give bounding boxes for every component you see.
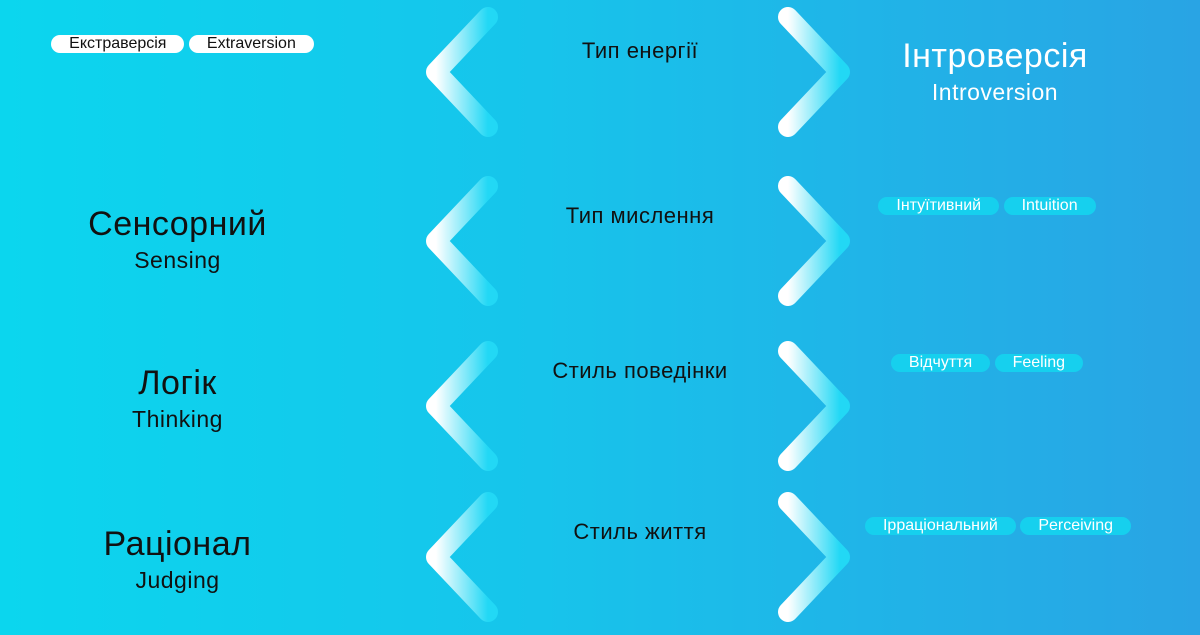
right-trait-main: Інтуїтивний [878, 197, 1000, 215]
right-trait-sub: Feeling [994, 354, 1084, 372]
right-trait-sub: Introversion [931, 79, 1059, 105]
right-trait-label: Інтроверсія Introversion [860, 35, 1130, 107]
right-trait-label: Ірраціональний Perceiving [848, 517, 1148, 535]
double-headed-arrow-icon [426, 176, 850, 306]
dimension-type-label: Тип енергії [581, 38, 699, 63]
dimension-row-behavior: Логік Thinking Стиль поведінки Відчуття … [0, 341, 1200, 471]
left-trait-label: Логік Thinking [40, 362, 315, 434]
right-trait-main: Ірраціональний [864, 517, 1016, 535]
left-trait-sub: Judging [135, 567, 220, 593]
left-trait-main: Раціонал [103, 525, 252, 563]
dimension-row-lifestyle: Раціонал Judging Стиль життя Ірраціональ… [0, 492, 1200, 635]
right-trait-label: Відчуття Feeling [862, 354, 1112, 372]
left-trait-main: Екстраверсія [51, 35, 185, 53]
left-trait-label: Сенсорний Sensing [40, 203, 315, 275]
left-trait-sub: Sensing [134, 247, 221, 273]
dimension-type-label: Тип мислення [565, 203, 715, 228]
right-trait-main: Інтроверсія [902, 37, 1088, 75]
double-headed-arrow-icon [426, 492, 850, 622]
left-trait-sub: Thinking [132, 406, 223, 432]
dimension-row-thinking: Сенсорний Sensing Тип мислення Інтуїтивн… [0, 176, 1200, 315]
double-headed-arrow-icon [426, 341, 850, 471]
dimension-type-label: Стиль поведінки [552, 358, 728, 383]
right-trait-sub: Intuition [1003, 197, 1096, 215]
dimension-type-label: Стиль життя [573, 519, 707, 544]
left-trait-sub: Extraversion [188, 35, 314, 53]
dimension-row-energy: Екстраверсія Extraversion Тип енергії Ін… [0, 7, 1200, 150]
double-headed-arrow-icon [426, 7, 850, 137]
right-trait-label: Інтуїтивний Intuition [862, 197, 1112, 215]
left-trait-label: Раціонал Judging [40, 523, 315, 595]
left-trait-main: Сенсорний [88, 205, 267, 243]
left-trait-label: Екстраверсія Extraversion [40, 35, 325, 53]
right-trait-main: Відчуття [890, 354, 991, 372]
left-trait-main: Логік [138, 364, 217, 402]
right-trait-sub: Perceiving [1020, 517, 1132, 535]
